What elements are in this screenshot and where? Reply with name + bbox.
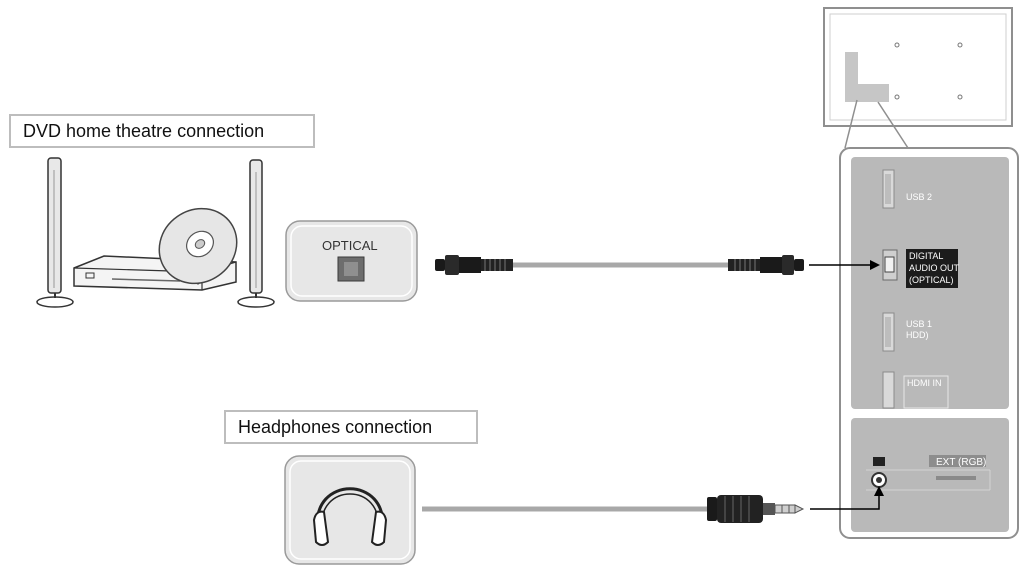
headphones-box bbox=[284, 455, 416, 565]
tv-side-panel bbox=[839, 147, 1019, 539]
headphones-section-title: Headphones connection bbox=[224, 410, 478, 444]
digital-audio-line2: AUDIO OUT bbox=[909, 263, 960, 273]
usb1-line2: HDD) bbox=[906, 330, 929, 340]
digital-audio-label-bg bbox=[906, 249, 958, 288]
headphone-cable bbox=[422, 486, 884, 523]
ext-rgb-label: EXT (RGB) bbox=[936, 457, 986, 468]
hdmi-label: HDMI IN bbox=[907, 378, 942, 388]
optical-cable bbox=[435, 255, 880, 275]
usb2-label: USB 2 bbox=[906, 192, 932, 202]
digital-audio-line3: (OPTICAL) bbox=[909, 275, 954, 285]
tv-back-thumbnail bbox=[823, 7, 1013, 149]
optical-port-label: OPTICAL bbox=[322, 238, 378, 253]
digital-audio-line1: DIGITAL bbox=[909, 251, 943, 261]
usb1-line1: USB 1 bbox=[906, 319, 932, 329]
home-theatre-icon bbox=[36, 157, 275, 308]
dvd-section-title: DVD home theatre connection bbox=[9, 114, 315, 148]
headphones-icon bbox=[312, 487, 388, 546]
optical-port-box bbox=[285, 220, 418, 302]
